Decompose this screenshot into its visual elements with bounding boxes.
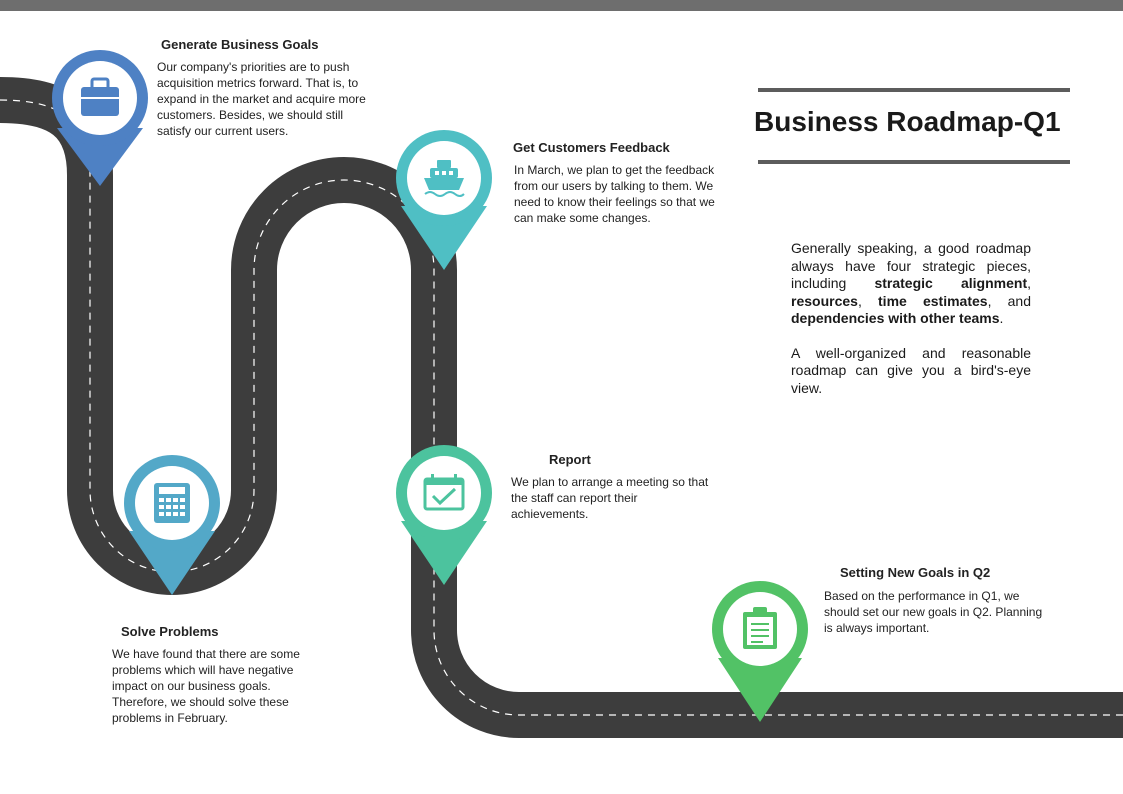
calculator-icon xyxy=(154,483,190,523)
pin-generate-business-goals xyxy=(52,50,148,186)
step-title-solve-problems: Solve Problems xyxy=(121,624,219,639)
title-rule-bottom xyxy=(758,160,1070,164)
summary-paragraph-2: A well-organized and reasonable roadmap … xyxy=(791,344,1031,396)
step-title-report: Report xyxy=(549,452,591,467)
step-title-setting-new-goals: Setting New Goals in Q2 xyxy=(840,565,991,580)
summary-item-time-estimates: time estimates xyxy=(878,292,988,309)
summary-item-resources: resources xyxy=(791,292,858,309)
page-title: Business Roadmap-Q1 xyxy=(754,106,1061,137)
briefcase-icon xyxy=(81,77,119,116)
ship-icon xyxy=(424,160,465,197)
summary-text: Generally speaking, a good roadmap alway… xyxy=(791,240,1031,414)
summary-separator: , xyxy=(857,292,879,309)
summary-paragraph-1: Generally speaking, a good roadmap alway… xyxy=(791,240,1031,328)
top-band xyxy=(0,0,1123,11)
step-text-setting-new-goals: Based on the performance in Q1, we shoul… xyxy=(824,589,1043,635)
summary-item-strategic-alignment: strategic alignment xyxy=(874,275,1028,291)
step-title-generate-business-goals: Generate Business Goals xyxy=(161,37,319,52)
summary-end: . xyxy=(999,310,1004,326)
step-text-report: We plan to arrange a meeting so that the… xyxy=(511,475,709,521)
step-title-get-customers-feedback: Get Customers Feedback xyxy=(513,140,670,155)
summary-separator: , xyxy=(1027,275,1031,291)
step-text-solve-problems: We have found that there are some proble… xyxy=(112,647,300,725)
pin-setting-new-goals xyxy=(712,581,808,722)
step-text-generate-business-goals: Our company's priorities are to push acq… xyxy=(157,60,366,138)
pin-get-customers-feedback xyxy=(396,130,492,270)
summary-intro: Generally speaking, a good roadmap alway… xyxy=(791,240,1031,291)
road-center-line xyxy=(0,99,1123,716)
pin-solve-problems xyxy=(124,455,220,595)
clipboard-icon xyxy=(743,607,777,649)
step-text-get-customers-feedback: In March, we plan to get the feedback fr… xyxy=(514,163,715,225)
calendar-check-icon xyxy=(423,474,465,511)
summary-separator: , and xyxy=(987,292,1032,309)
title-rule-top xyxy=(758,88,1070,92)
summary-item-dependencies: dependencies with other teams xyxy=(791,310,1000,326)
pin-report xyxy=(396,445,492,585)
